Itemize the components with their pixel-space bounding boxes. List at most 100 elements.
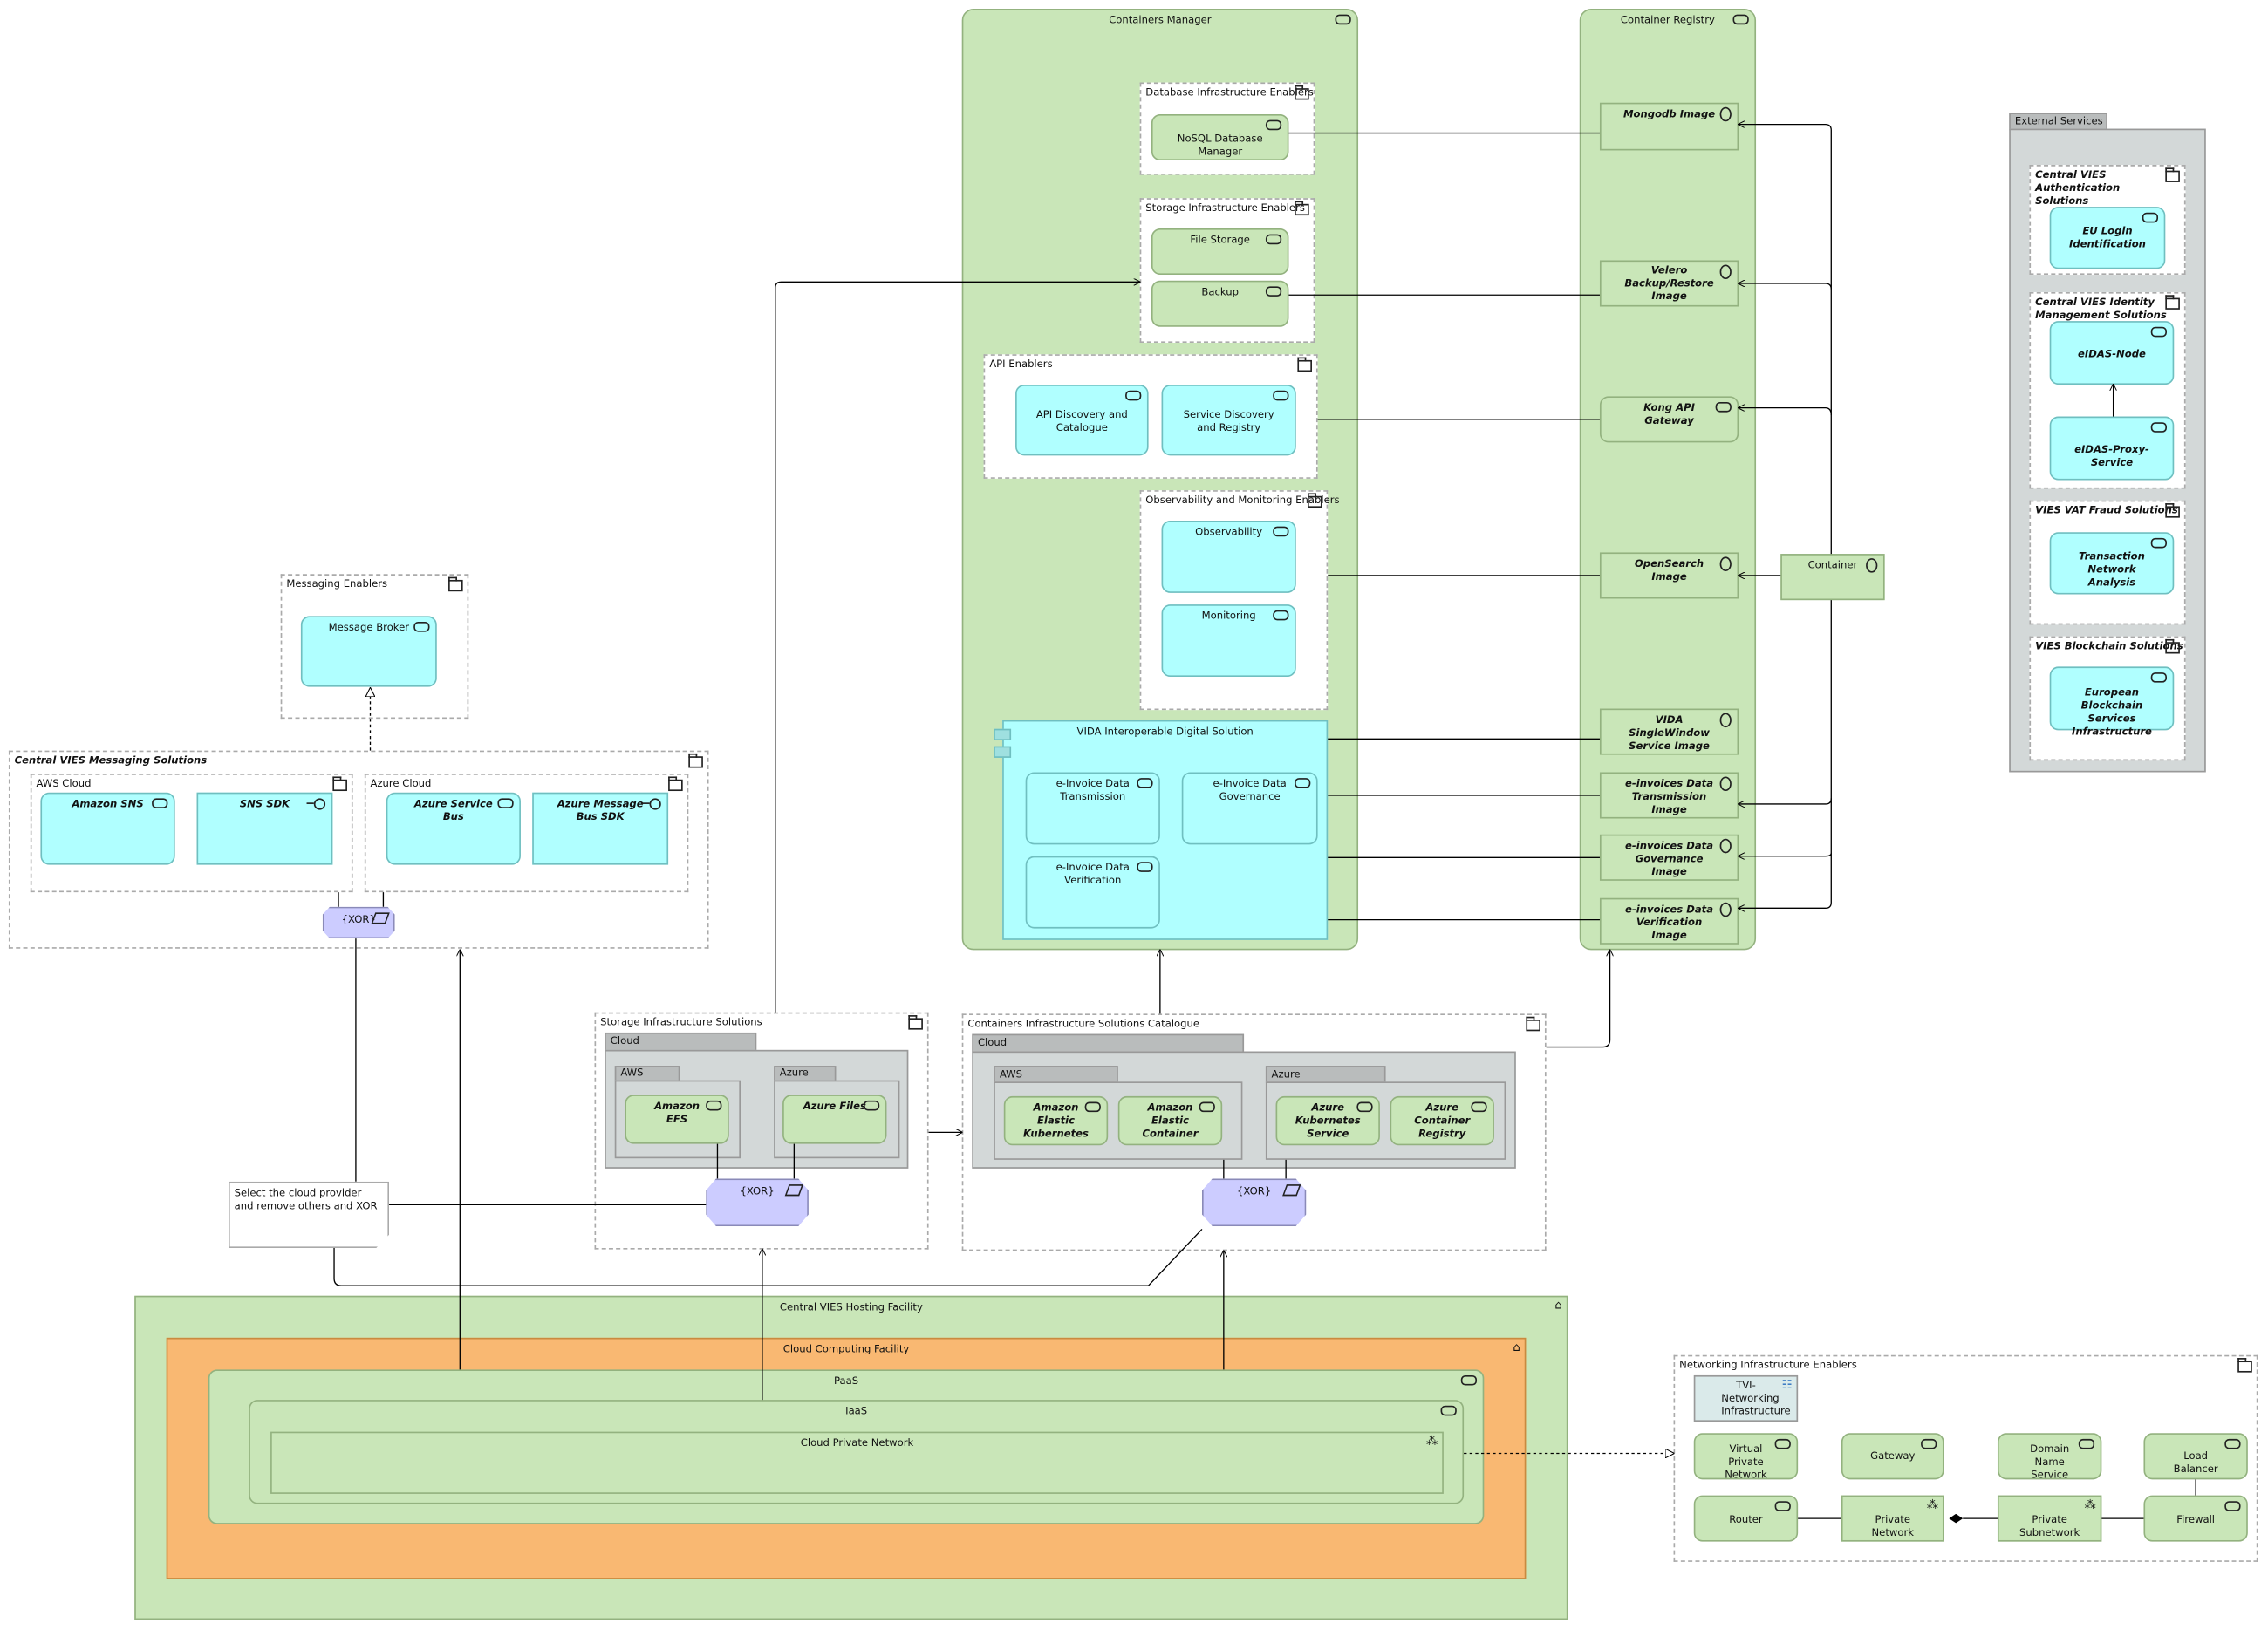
facility-icon: ⌂ (1554, 1299, 1562, 1312)
ebsi[interactable]: European Blockchain Services Infrastruct… (2049, 666, 2175, 738)
einvoices-verification-image[interactable]: e-invoices Data Verification Image (1599, 897, 1739, 945)
label: VIES VAT Fraud Solutions (2035, 504, 2178, 516)
folder-icon (2165, 503, 2180, 518)
line (1798, 1479, 2196, 1519)
azure-files[interactable]: Azure Files (782, 1095, 887, 1144)
private-subnetwork[interactable]: Private Subnetwork⁂ (1997, 1495, 2102, 1542)
label: Azure Container Registry (1414, 1101, 1471, 1140)
vpn[interactable]: Virtual Private Network (1693, 1433, 1799, 1481)
external-services-tab: External Services (2009, 113, 2107, 131)
label: eIDAS-Proxy-Service (2074, 444, 2149, 469)
private-network[interactable]: Private Network⁂ (1841, 1495, 1944, 1542)
service-icon (2224, 1438, 2241, 1449)
label: Messaging Enablers (286, 578, 388, 590)
service-icon (2150, 326, 2167, 338)
backup[interactable]: Backup (1151, 280, 1289, 327)
file-storage[interactable]: File Storage (1151, 228, 1289, 276)
label: Cloud Computing Facility (782, 1343, 910, 1355)
monitoring[interactable]: Monitoring (1161, 604, 1296, 678)
folder-icon (1295, 85, 1309, 100)
azure-service-bus[interactable]: Azure Service Bus (386, 792, 521, 865)
einvoice-verification[interactable]: e-Invoice Data Verification (1025, 856, 1160, 929)
einvoice-governance[interactable]: e-Invoice Data Governance (1181, 772, 1318, 845)
service-icon (1295, 778, 1311, 788)
azure-message-bus-sdk[interactable]: Azure Message Bus SDK (532, 792, 669, 865)
kong-api-gateway[interactable]: Kong API Gateway (1599, 396, 1739, 443)
amazon-efs[interactable]: Amazon EFS (625, 1095, 729, 1144)
service-icon (2150, 672, 2167, 683)
dns[interactable]: Domain Name Service (1997, 1433, 2102, 1481)
arrow (1546, 950, 1610, 1048)
label: Azure Kubernetes Service (1295, 1101, 1361, 1140)
label: VIDA Interoperable Digital Solution (1076, 726, 1254, 738)
label: Backup (1201, 286, 1239, 298)
artifact-icon (1719, 838, 1732, 854)
xor-junction-storage[interactable]: {XOR} (706, 1178, 809, 1227)
eu-login[interactable]: EU Login Identification (2049, 207, 2166, 269)
xor-junction-containers[interactable]: {XOR} (1201, 1178, 1307, 1227)
azure-acr[interactable]: Azure Container Registry (1390, 1095, 1494, 1146)
container-artifact[interactable]: Container (1780, 554, 1885, 601)
component-icon (994, 746, 1012, 758)
service-icon (1921, 1438, 1937, 1449)
label: EU Login Identification (2069, 225, 2146, 250)
label: File Storage (1190, 234, 1250, 246)
line (338, 892, 385, 1182)
xor-junction-messaging[interactable]: {XOR} (322, 906, 395, 939)
label: {XOR} (1237, 1185, 1272, 1197)
amazon-sns[interactable]: Amazon SNS (40, 792, 175, 865)
service-icon (1265, 234, 1282, 245)
eidas-proxy-service[interactable]: eIDAS-Proxy-Service (2049, 416, 2175, 481)
label: PaaS (834, 1374, 859, 1388)
artifact-icon (1719, 264, 1732, 280)
azure-aks[interactable]: Azure Kubernetes Service (1275, 1095, 1380, 1146)
einvoice-transmission[interactable]: e-Invoice Data Transmission (1025, 772, 1160, 845)
api-discovery[interactable]: API Discovery and Catalogue (1015, 385, 1149, 456)
folder-icon (1526, 1016, 1540, 1032)
line (333, 1229, 1203, 1286)
label: Azure Files (803, 1100, 866, 1113)
mongodb-image[interactable]: Mongodb Image (1599, 102, 1739, 151)
folder-icon (668, 776, 683, 792)
arrow (1739, 408, 1832, 415)
note[interactable]: Select the cloud provider and remove oth… (228, 1181, 390, 1249)
gateway[interactable]: Gateway (1841, 1433, 1944, 1480)
folder-icon (2165, 638, 2180, 654)
arrow (1739, 125, 1832, 555)
service-icon (1460, 1374, 1478, 1386)
folder-icon (1308, 493, 1322, 508)
note-text: Select the cloud provider and remove oth… (234, 1187, 378, 1212)
router[interactable]: Router (1693, 1495, 1799, 1542)
service-icon (1265, 286, 1282, 297)
einvoices-governance-image[interactable]: e-invoices Data Governance Image (1599, 834, 1739, 881)
einvoices-transmission-image[interactable]: e-invoices Data Transmission Image (1599, 772, 1739, 819)
amazon-ecs[interactable]: Amazon Elastic Container (1117, 1095, 1223, 1146)
message-broker[interactable]: Message Broker (300, 616, 437, 687)
load-balancer[interactable]: Load Balancer (2143, 1433, 2248, 1480)
label: Message Broker (328, 622, 410, 634)
label: Amazon Elastic Kubernetes (1022, 1101, 1089, 1140)
interface-icon (306, 798, 326, 810)
service-icon (1125, 390, 1142, 401)
label: Kong API Gateway (1643, 401, 1695, 427)
arrow (775, 282, 1140, 1013)
observability[interactable]: Observability (1161, 520, 1296, 593)
amazon-eks[interactable]: Amazon Elastic Kubernetes (1003, 1095, 1109, 1146)
label: e-Invoice Data Verification (1055, 862, 1130, 887)
transaction-network-analysis[interactable]: Transaction Network Analysis (2049, 532, 2175, 595)
service-icon (1471, 1101, 1487, 1113)
label: Cloud (977, 1036, 1008, 1049)
vida-singlewindow-image[interactable]: VIDA SingleWindow Service Image (1599, 708, 1739, 755)
label: Amazon SNS (72, 798, 144, 810)
label: Virtual Private Network (1725, 1442, 1767, 1481)
label: Database Infrastructure Enablers (1145, 86, 1314, 99)
label: Gateway (1870, 1450, 1916, 1463)
service-discovery[interactable]: Service Discovery and Registry (1161, 385, 1296, 456)
cloud-private-network[interactable]: Cloud Private Network⁂ (270, 1431, 1444, 1494)
nosql-db-manager[interactable]: NoSQL Database Manager (1151, 113, 1289, 161)
firewall[interactable]: Firewall (2143, 1495, 2248, 1542)
opensearch-image[interactable]: OpenSearch Image (1599, 552, 1739, 599)
tvi-networking[interactable]: TVI-Networking Infrastructure☷ (1693, 1374, 1799, 1422)
velero-image[interactable]: Velero Backup/Restore Image (1599, 260, 1739, 307)
sns-sdk[interactable]: SNS SDK (196, 792, 333, 865)
